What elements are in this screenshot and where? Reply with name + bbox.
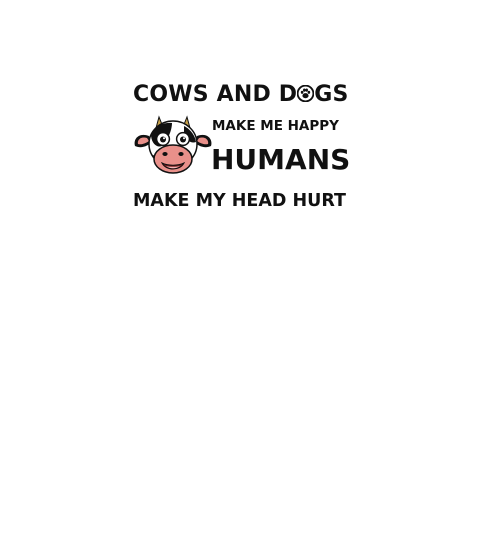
headline-part-1: COWS AND D [133, 82, 298, 107]
headline-part-2: GS [314, 82, 349, 107]
paw-print-icon [296, 83, 315, 103]
cow-face-icon [132, 114, 214, 180]
subline-make-me-happy: MAKE ME HAPPY [212, 118, 339, 134]
subline-make-my-head-hurt: MAKE MY HEAD HURT [133, 191, 346, 211]
headline-humans: HUMANS [211, 143, 351, 176]
headline-cows-and-dogs: COWS AND D GS [133, 82, 349, 108]
tshirt-design: COWS AND D GS [132, 80, 350, 215]
